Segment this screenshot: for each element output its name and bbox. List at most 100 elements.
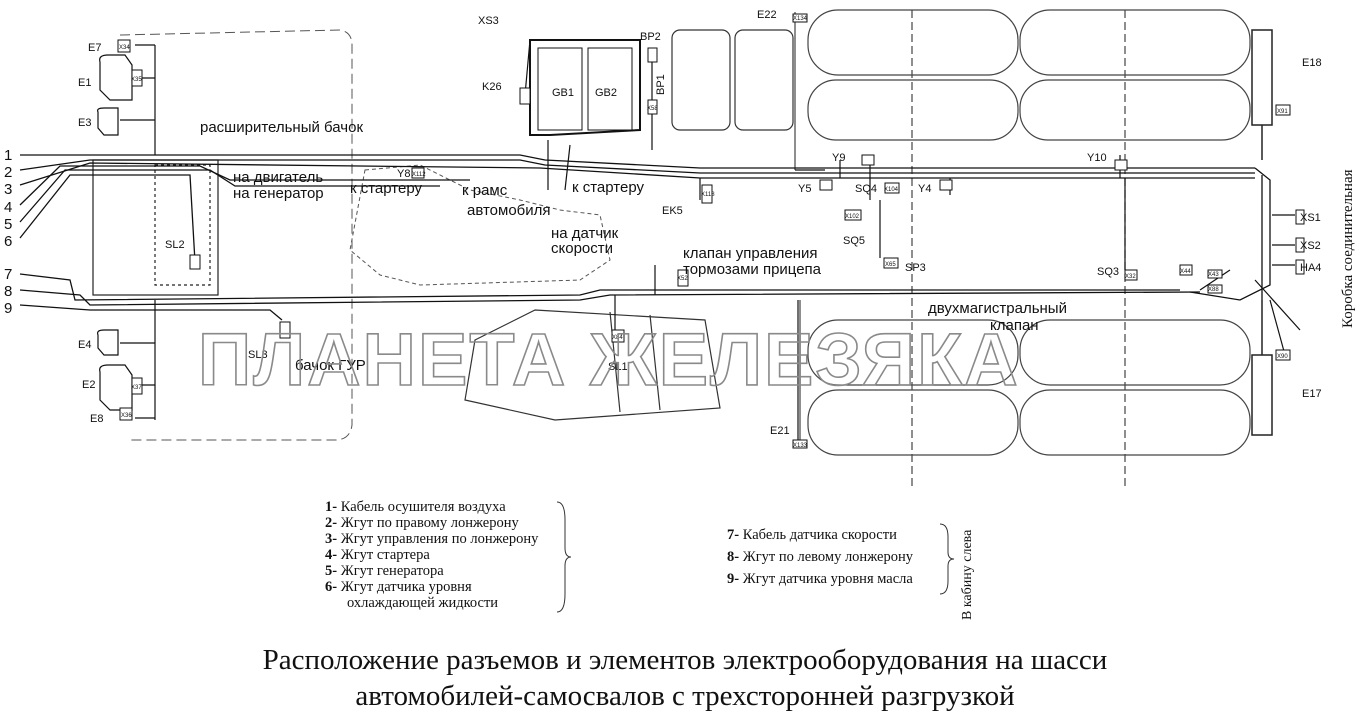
- component-label: E18: [1302, 57, 1322, 69]
- component-label: XS3: [478, 15, 499, 27]
- component-label: E21: [770, 425, 790, 437]
- caption-line-2: автомобилей-самосвалов с трехсторонней р…: [355, 680, 1015, 712]
- connector-label: X134: [793, 16, 808, 22]
- legend-item: 8- Жгут по левому лонжерону: [727, 549, 913, 565]
- legend-item: охлаждающей жидкости: [347, 595, 499, 611]
- legend-item: 1- Кабель осушителя воздуха: [325, 499, 506, 515]
- harness-main-bundle: [19, 154, 1271, 321]
- connector-label: X88: [1208, 287, 1219, 293]
- component-label: GB2: [595, 87, 617, 99]
- component-label: K26: [482, 81, 502, 93]
- component-label: E8: [90, 413, 103, 425]
- component-label: SQ5: [843, 235, 865, 247]
- component-label: SQ3: [1097, 266, 1119, 278]
- component-label: Y5: [798, 183, 811, 195]
- rear-axle: [1251, 29, 1273, 436]
- battery-box: [529, 39, 641, 136]
- component-label: E7: [88, 42, 101, 54]
- component-label: BP2: [640, 31, 661, 43]
- watermark: ПЛАНЕТА ЖЕЛЕЗЯКА: [198, 318, 1020, 401]
- wire-number: 2: [4, 164, 12, 181]
- connector-label: X133: [793, 443, 808, 449]
- component-label: XS1: [1300, 212, 1321, 224]
- wire-number: 4: [4, 199, 12, 216]
- component-label: E1: [78, 77, 91, 89]
- legend-item: 2- Жгут по правому лонжерону: [325, 515, 519, 531]
- legend-item: 5- Жгут генератора: [325, 563, 444, 579]
- to-starter-label: к стартеру: [350, 180, 423, 197]
- cabin-note: В кабину слева: [960, 529, 975, 620]
- component-label: HA4: [1300, 262, 1321, 274]
- component-label: BP1: [655, 74, 667, 95]
- legend-item: 3- Жгут управления по лонжерону: [325, 531, 539, 547]
- connector-label: X34: [119, 45, 130, 51]
- connector-label: X112: [412, 172, 426, 178]
- expansion-tank-label: расширительный бачок: [200, 119, 363, 136]
- to-frame-label: к рамс: [462, 182, 508, 199]
- legend-right: 7- Кабель датчика скорости 8- Жгут по ле…: [727, 524, 913, 590]
- left-lights: [97, 44, 156, 420]
- connector-label: X43: [1208, 272, 1219, 278]
- gur-tank-label: бачок ГУР: [295, 357, 366, 374]
- connector-label: X52: [677, 276, 688, 282]
- twin-valve-label: клапан: [990, 317, 1039, 334]
- connector-label: X35: [131, 77, 142, 83]
- wheels: [794, 9, 1251, 490]
- connector-label: X58: [647, 106, 658, 112]
- annotations: расширительный бачок на двигатель на ген…: [200, 119, 1067, 374]
- connector-label: X104: [884, 187, 899, 193]
- component-label: Y8: [397, 168, 410, 180]
- component-label: SL2: [165, 239, 185, 251]
- wire-number: 6: [4, 233, 12, 250]
- component-label: Y4: [918, 183, 931, 195]
- connector-label: X65: [885, 262, 896, 268]
- component-label: SL3: [248, 349, 268, 361]
- component-label: E4: [78, 339, 91, 351]
- wire-number: 5: [4, 216, 12, 233]
- legend-item: 4- Жгут стартера: [325, 547, 430, 563]
- connector-label: X36: [121, 413, 132, 419]
- component-label: E22: [757, 9, 777, 21]
- connector-label: X32: [1125, 274, 1136, 280]
- wire-number: 9: [4, 300, 12, 317]
- connector-label: X37: [131, 385, 142, 391]
- radiator: [92, 159, 219, 296]
- component-label: GB1: [552, 87, 574, 99]
- component-label: SQ4: [855, 183, 877, 195]
- air-receivers: [671, 29, 794, 131]
- connector-label: X91: [1277, 109, 1288, 115]
- connector-label: X118: [701, 192, 715, 198]
- connector-label: X90: [1277, 354, 1288, 360]
- trailer-valve-label: тормозами прицепа: [683, 261, 822, 278]
- chassis-wiring-diagram: 1 2 3 4 5 6 7 8 9 расширительный бачок н…: [4, 9, 1356, 490]
- cab-outline: [119, 29, 353, 441]
- connector-label: X44: [1180, 269, 1191, 275]
- component-label: Y9: [832, 152, 845, 164]
- component-label: E3: [78, 117, 91, 129]
- to-engine-label: на двигатель: [233, 169, 323, 186]
- legend-brace-right: [939, 523, 955, 595]
- connector-label: X84: [612, 335, 623, 341]
- legend-brace-left: [556, 501, 572, 613]
- component-labels: E7 E1 E3 E4 E2 E8 E22 E21 E18 E17 XS3 K2…: [78, 9, 1322, 437]
- legend-item: 7- Кабель датчика скорости: [727, 527, 897, 543]
- speed-sensor-label: на датчик: [551, 225, 619, 242]
- connector-boxes: [117, 13, 1305, 449]
- speed-sensor-label: скорости: [551, 240, 613, 257]
- trailer-valve-label: клапан управления: [683, 245, 818, 262]
- component-label: EK5: [662, 205, 683, 217]
- branch-wires: [524, 39, 1301, 440]
- connector-labels: X34 X35 X36 X37 X58 X118 X104 X102 X65 X…: [119, 16, 1288, 449]
- junction-box-label: Коробка соединительная: [1340, 169, 1356, 328]
- wire-numbers: 1 2 3 4 5 6 7 8 9: [4, 147, 12, 317]
- component-label: E17: [1302, 388, 1322, 400]
- component-label: SL1: [608, 361, 628, 373]
- wire-number: 7: [4, 266, 12, 283]
- legend-left: 1- Кабель осушителя воздуха 2- Жгут по п…: [325, 499, 538, 611]
- wire-number: 1: [4, 147, 12, 164]
- connector-label: X102: [845, 214, 860, 220]
- component-label: SP3: [905, 262, 926, 274]
- twin-valve-label: двухмагистральный: [928, 300, 1067, 317]
- to-generator-label: на генератор: [233, 185, 324, 202]
